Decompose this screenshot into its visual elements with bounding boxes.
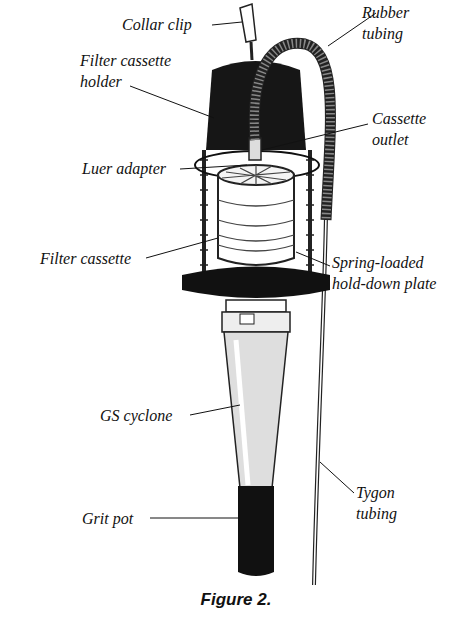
filter-cassette — [218, 175, 294, 265]
clip-stem — [251, 42, 252, 60]
grit-pot — [238, 486, 274, 576]
tygon-tubing-core — [314, 215, 326, 585]
part-label: Filter cassette — [40, 248, 131, 269]
leader-line — [296, 252, 330, 266]
part-label: Rubber tubing — [362, 2, 426, 44]
luer-adapter — [249, 138, 261, 160]
cassette-top — [218, 165, 294, 185]
holder-base — [182, 267, 330, 299]
part-label: Collar clip — [122, 14, 192, 35]
cyclone-fitting — [226, 300, 286, 312]
rubber-tubing — [254, 43, 330, 220]
figure-caption: Figure 2. — [0, 590, 472, 610]
part-label: GS cyclone — [100, 405, 172, 426]
leader-line — [150, 518, 238, 519]
leader-line — [320, 462, 354, 493]
cassette-rings — [218, 200, 294, 251]
leader-line — [130, 86, 214, 118]
part-label: Spring-loaded hold-down plate — [332, 252, 452, 294]
tygon-tubing — [314, 215, 326, 585]
leader-line — [146, 238, 218, 258]
collar-clip — [240, 4, 256, 42]
cyclone-highlight — [236, 340, 248, 485]
part-label: Grit pot — [82, 508, 133, 529]
cassette-grid — [222, 165, 290, 185]
leader-line — [262, 124, 368, 150]
leader-line — [190, 405, 240, 415]
part-label: Cassette outlet — [372, 108, 446, 150]
cyclone-inlet — [240, 314, 254, 324]
part-label: Filter cassette holder — [80, 50, 192, 92]
gs-cyclone — [224, 332, 288, 488]
part-label: Luer adapter — [82, 158, 166, 179]
part-label: Tygon tubing — [356, 482, 416, 524]
cyclone-fitting — [222, 312, 290, 332]
leader-line — [212, 22, 242, 25]
leader-line — [180, 165, 247, 169]
tubing-corrugation — [254, 43, 330, 220]
